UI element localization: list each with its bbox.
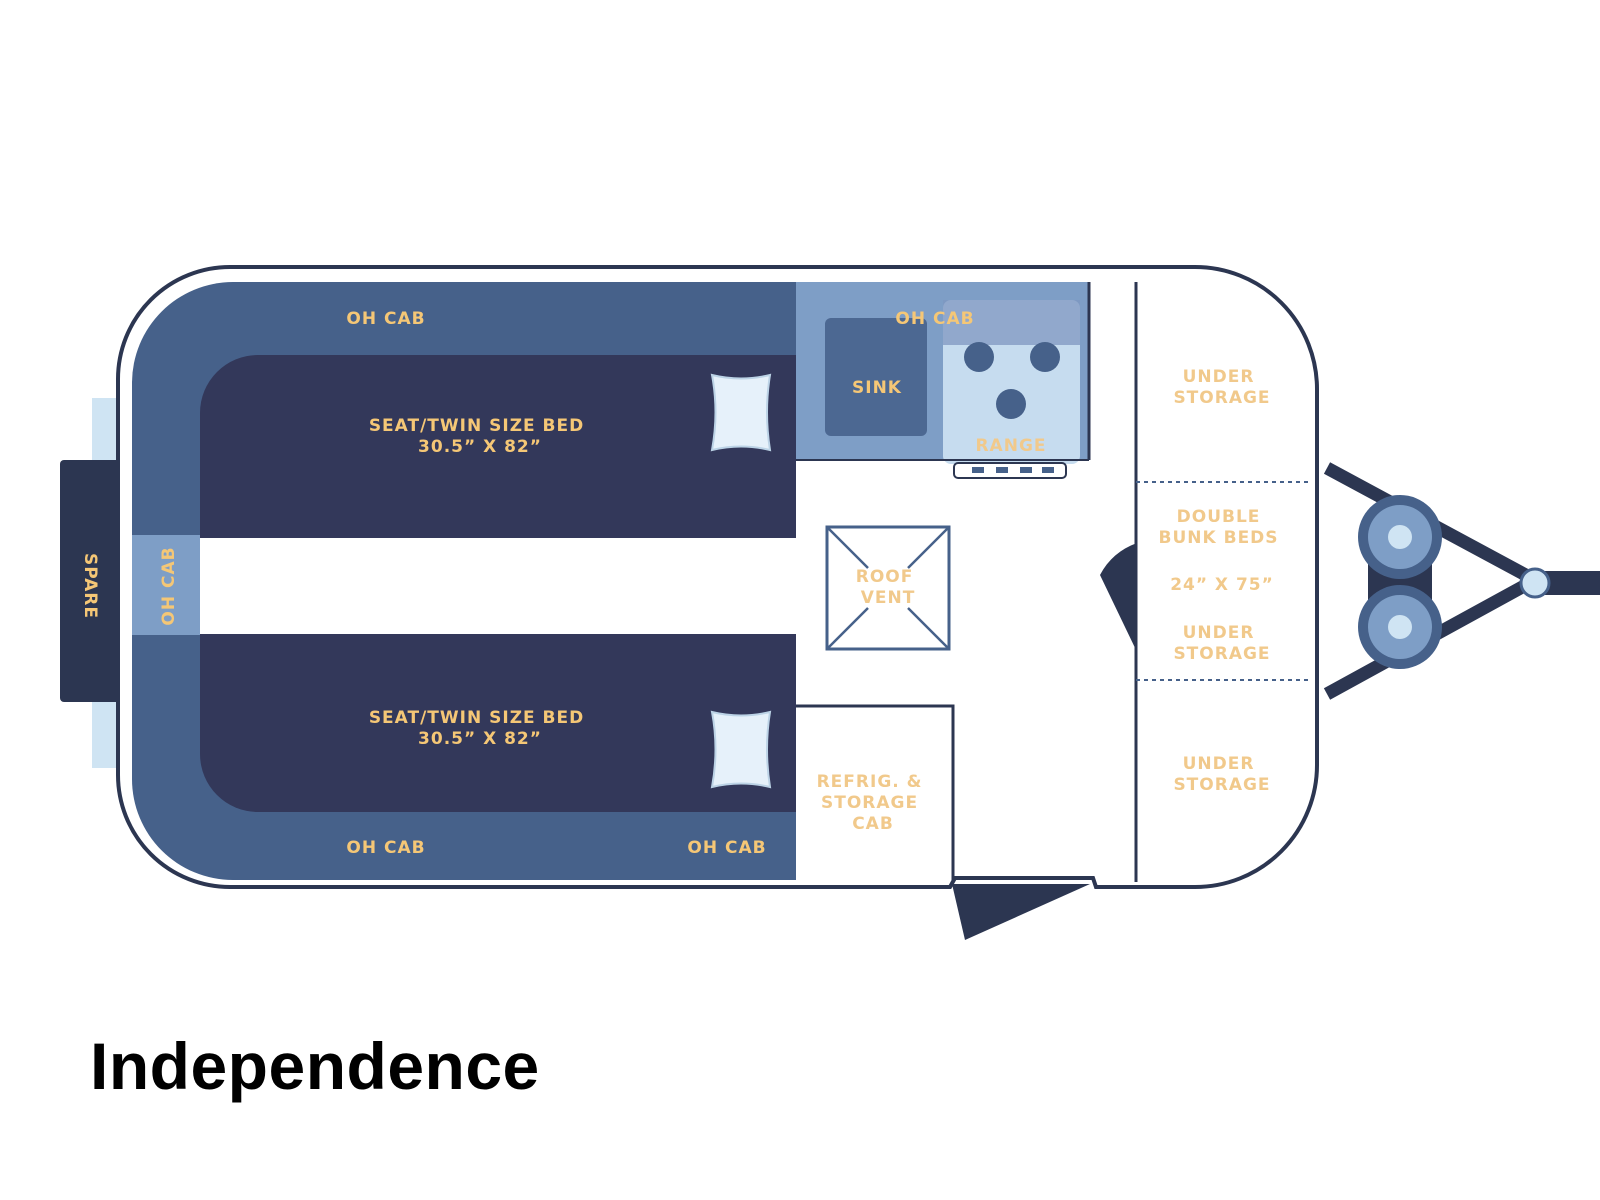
under-storage-bottom-label: UNDER STORAGE xyxy=(1173,754,1270,795)
range-oh-cab-overlay xyxy=(943,300,1080,345)
propane-tank-icon xyxy=(1388,525,1412,549)
range-knob-strip xyxy=(953,462,1067,479)
range-knob xyxy=(1020,467,1032,473)
under-storage-mid-label: UNDER STORAGE xyxy=(1173,623,1270,664)
refrig-cabinet xyxy=(796,704,955,882)
bed-top xyxy=(200,355,796,538)
aisle xyxy=(200,538,796,634)
pillow-bottom xyxy=(710,710,772,789)
refrig-label: REFRIG. & STORAGE CAB xyxy=(817,772,930,834)
oh-cab-top-left-label: OH CAB xyxy=(346,309,425,329)
range-label: RANGE xyxy=(975,436,1046,456)
burner-icon xyxy=(996,389,1026,419)
bath-door xyxy=(1100,543,1137,652)
range-knob xyxy=(996,467,1008,473)
bed-top-label: SEAT/TWIN SIZE BED 30.5” X 82” xyxy=(369,416,591,457)
burner-icon xyxy=(964,342,994,372)
entry-door xyxy=(952,884,1090,940)
model-title: Independence xyxy=(90,1029,540,1103)
oh-cab-top-right-label: OH CAB xyxy=(895,309,974,329)
propane-tank-icon xyxy=(1388,615,1412,639)
bunk-beds-label: DOUBLE BUNK BEDS 24” X 75” xyxy=(1159,507,1286,595)
spare-tire xyxy=(60,460,124,702)
rear-oh-cab-panel xyxy=(132,535,200,635)
pillow-top xyxy=(710,373,772,452)
burner-icon xyxy=(1030,342,1060,372)
range-knob xyxy=(1042,467,1054,473)
range-knob xyxy=(972,467,984,473)
oh-cab-rear-label: OH CAB xyxy=(159,546,179,625)
roof-vent xyxy=(825,525,951,651)
bed-bottom xyxy=(200,634,796,812)
under-storage-top-label: UNDER STORAGE xyxy=(1173,367,1270,408)
oh-cab-bottom-right-label: OH CAB xyxy=(687,838,766,858)
sink-basin xyxy=(825,318,927,436)
sink-label: SINK xyxy=(852,378,902,398)
spare-label: SPARE xyxy=(80,553,100,619)
roof-vent-label: ROOF VENT xyxy=(856,567,921,608)
bed-bottom-label: SEAT/TWIN SIZE BED 30.5” X 82” xyxy=(369,708,591,749)
coupler-icon xyxy=(1519,567,1551,599)
oh-cab-bottom-left-label: OH CAB xyxy=(346,838,425,858)
